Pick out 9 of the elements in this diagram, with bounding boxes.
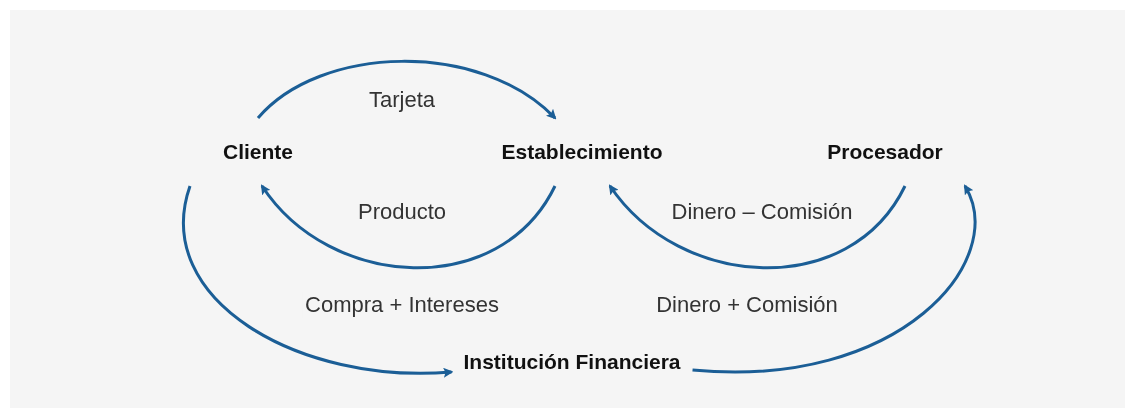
node-label: Establecimiento bbox=[489, 118, 675, 186]
node-label: Procesador bbox=[815, 118, 955, 186]
curved-arrow bbox=[182, 185, 454, 378]
curved-arrow bbox=[608, 184, 907, 270]
node-label: Institución Financiera bbox=[451, 328, 693, 396]
curved-arrow bbox=[256, 59, 557, 120]
node-label: Cliente bbox=[211, 118, 305, 186]
curved-arrow bbox=[260, 184, 557, 270]
curved-arrow bbox=[692, 184, 977, 374]
